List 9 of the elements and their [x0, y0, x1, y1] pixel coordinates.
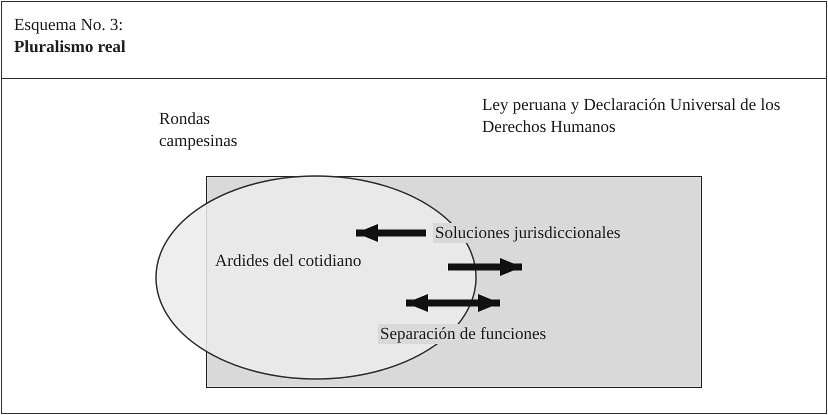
edge-label: Separación de funciones [378, 324, 548, 344]
region-heading: Ley peruana y Declaración Universal de los Derechos Humanos [482, 94, 782, 138]
region-text: Ardides del cotidiano [215, 250, 362, 272]
arrow [406, 294, 500, 312]
arrow [356, 224, 426, 242]
region-heading: Rondas campesinas [159, 108, 238, 152]
edge-label: Soluciones jurisdiccionales [433, 223, 623, 243]
diagram-title: Esquema No. 3: Pluralismo real [14, 14, 126, 58]
arrow [448, 258, 522, 276]
